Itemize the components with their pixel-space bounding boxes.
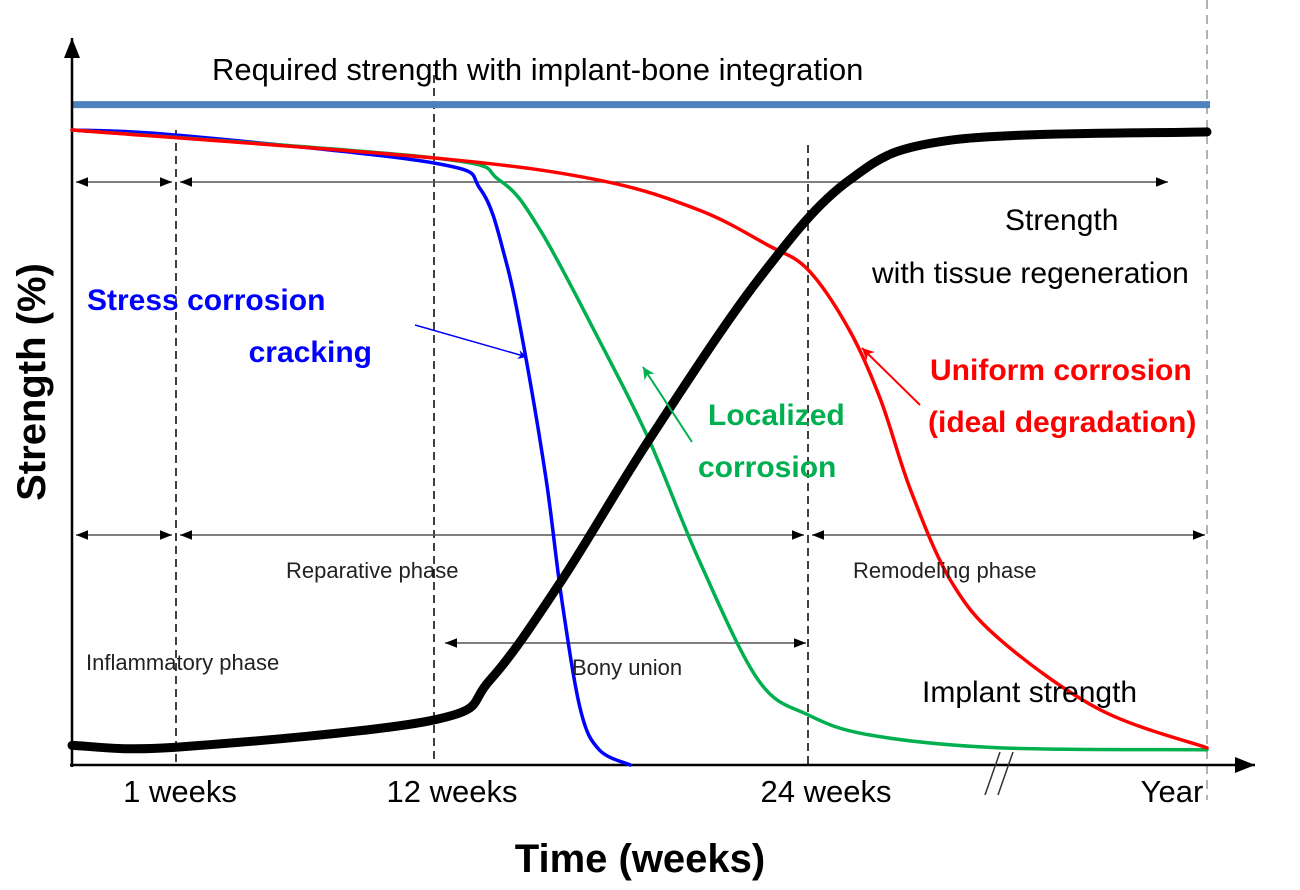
phase-label-bony-union: Bony union <box>572 655 682 680</box>
uniform-label-line2: (ideal degradation) <box>928 406 1196 439</box>
x-tick-24-weeks: 24 weeks <box>761 774 892 809</box>
x-tick-year: Year <box>1141 774 1204 809</box>
stress-label-line1: Stress corrosion <box>87 284 325 317</box>
uniform-pointer-arrow <box>861 347 921 406</box>
uniform-corrosion-curve <box>70 128 1209 750</box>
x-tick-12-weeks: 12 weeks <box>387 774 518 809</box>
required-strength-label: Required strength with implant-bone inte… <box>212 52 863 87</box>
stress-label-line2: cracking <box>249 336 372 369</box>
axis-break-mark <box>997 751 1014 796</box>
x-axis-title: Time (weeks) <box>515 837 766 881</box>
uniform-label-line1: Uniform corrosion <box>930 354 1192 387</box>
phase-label-inflammatory: Inflammatory phase <box>86 650 279 675</box>
phase-label-remodeling: Remodeling phase <box>853 558 1036 583</box>
localized-pointer-arrow <box>642 366 693 443</box>
localized-label-line2: corrosion <box>698 451 836 484</box>
axis-break-mark <box>984 751 1001 796</box>
y-axis-title: Strength (%) <box>10 263 54 501</box>
x-tick-1-week: 1 weeks <box>123 774 237 809</box>
implant-strength-label: Implant strength <box>922 676 1137 709</box>
localized-label-line1: Localized <box>708 399 845 432</box>
phase-label-reparative: Reparative phase <box>286 558 458 583</box>
tissue-label-line1: Strength <box>1005 204 1118 237</box>
stress-pointer-arrow <box>414 324 528 359</box>
tissue-regeneration-curve <box>67 127 1212 754</box>
tissue-label-line2: with tissue regeneration <box>871 257 1189 290</box>
